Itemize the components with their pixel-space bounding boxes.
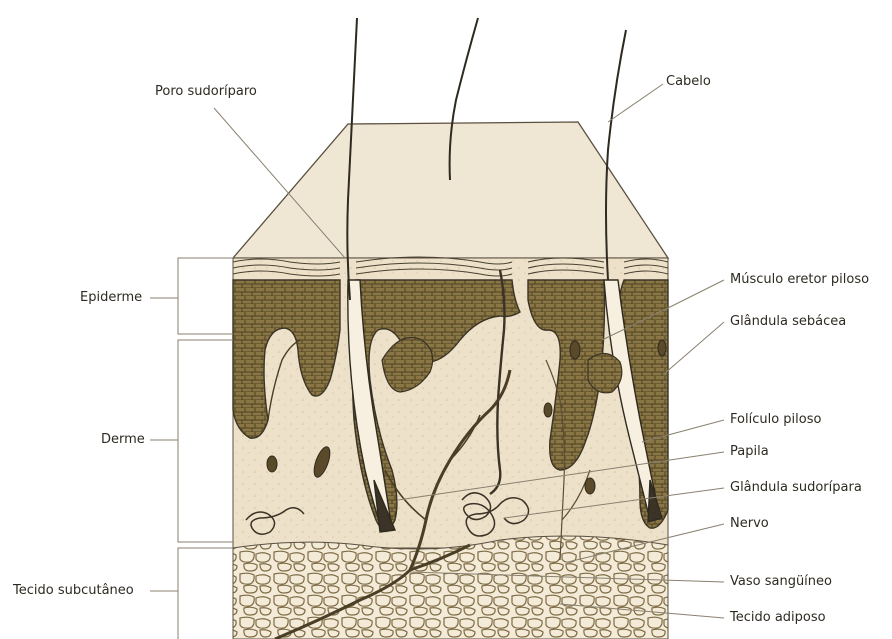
label-tecido-adiposo: Tecido adiposo (730, 610, 826, 626)
label-nervo: Nervo (730, 516, 769, 532)
label-papila: Papila (730, 444, 769, 460)
label-derme: Derme (101, 432, 145, 448)
layer-brackets (150, 258, 233, 639)
label-epiderme: Epiderme (80, 290, 142, 306)
label-vaso-sanguineo: Vaso sangüíneo (730, 574, 832, 590)
label-glandula-sudoripara: Glândula sudorípara (730, 480, 862, 496)
label-musculo-eretor-piloso: Músculo eretor piloso (730, 272, 869, 288)
label-poro-sudoriparo: Poro sudoríparo (155, 84, 257, 100)
label-foliculo-piloso: Folículo piloso (730, 412, 821, 428)
label-glandula-sebacea: Glândula sebácea (730, 314, 846, 330)
label-tecido-subcutaneo: Tecido subcutâneo (13, 583, 134, 599)
adipose-tissue (233, 536, 668, 639)
label-cabelo: Cabelo (666, 74, 711, 90)
